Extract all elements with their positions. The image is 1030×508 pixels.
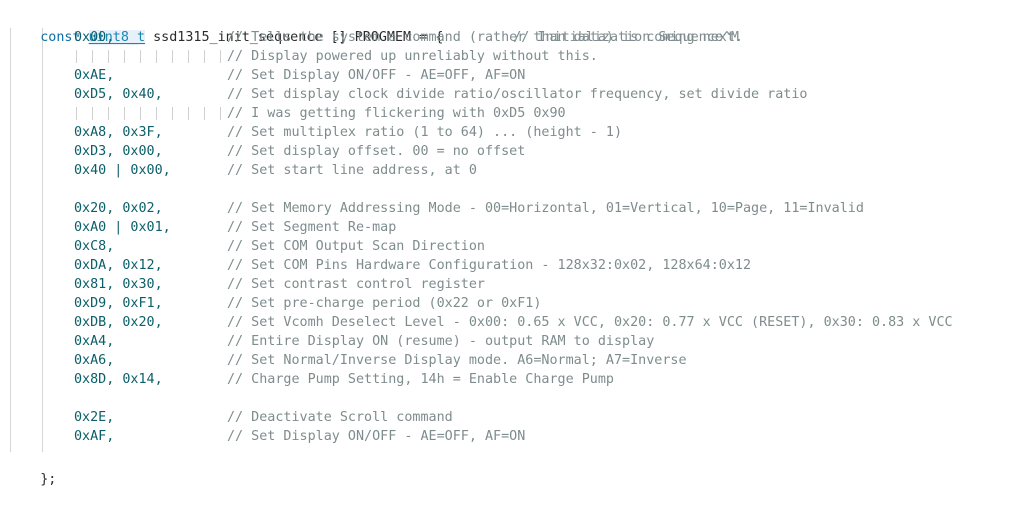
wrap-markers-row-2: [74, 47, 224, 66]
line-comment: // Display powered up unreliably without…: [227, 49, 598, 64]
hex-values: 0xAF,: [74, 429, 115, 444]
header-comment: // Initialization Sequence^M: [481, 9, 739, 45]
hex-values: 0xC8,: [74, 239, 115, 254]
code-line[interactable]: 0x81, 0x30, // Set contrast control regis…: [0, 275, 1030, 294]
code-line[interactable]: 0x40 | 0x00, // Set start line address, a…: [0, 161, 1030, 180]
type-uint8: uint8_t: [88, 30, 146, 45]
code-line[interactable]: 0xC8, // Set COM Output Scan Direction: [0, 237, 1030, 256]
line-comment: // Entire Display ON (resume) - output R…: [227, 334, 655, 349]
keyword-const: const: [40, 30, 81, 45]
code-line[interactable]: 0xD5, 0x40, // Set display clock divide r…: [0, 85, 1030, 104]
hex-values: 0xAE,: [74, 68, 115, 83]
code-line[interactable]: 0xD3, 0x00, // Set display offset. 00 = n…: [0, 142, 1030, 161]
indent-guide-1: [10, 28, 11, 452]
code-line[interactable]: 0x2E, // Deactivate Scroll command: [0, 408, 1030, 427]
line-comment: // I was getting flickering with 0xD5 0x…: [227, 106, 566, 121]
code-line[interactable]: // I was getting flickering with 0xD5 0x…: [0, 104, 1030, 123]
line-comment: // Set Display ON/OFF - AE=OFF, AF=ON: [227, 429, 526, 444]
line-comment: // Deactivate Scroll command: [227, 410, 453, 425]
line-comment: // Set multiplex ratio (1 to 64) ... (he…: [227, 125, 623, 140]
code-line[interactable]: 0xAF, // Set Display ON/OFF - AE=OFF, AF=…: [0, 427, 1030, 446]
code-line[interactable]: 0x8D, 0x14, // Charge Pump Setting, 14h =…: [0, 370, 1030, 389]
code-line-footer[interactable]: };: [8, 451, 56, 487]
line-comment: // Set Normal/Inverse Display mode. A6=N…: [227, 353, 687, 368]
hex-values: 0x8D, 0x14,: [74, 372, 163, 387]
line-comment: // Set start line address, at 0: [227, 163, 477, 178]
indent-guide-2: [42, 28, 43, 452]
line-comment: // Set Memory Addressing Mode - 00=Horiz…: [227, 201, 864, 216]
line-comment: // Set COM Pins Hardware Configuration -…: [227, 258, 752, 273]
hex-values: 0x81, 0x30,: [74, 277, 163, 292]
hex-values: 0xA6,: [74, 353, 115, 368]
hex-values: 0x2E,: [74, 410, 115, 425]
line-comment: // Set COM Output Scan Direction: [227, 239, 485, 254]
code-line[interactable]: 0xAE, // Set Display ON/OFF - AE=OFF, AF=…: [0, 66, 1030, 85]
closing-brace: };: [40, 472, 57, 487]
line-comment: // Set display offset. 00 = no offset: [227, 144, 526, 159]
line-comment: // Set display clock divide ratio/oscill…: [227, 87, 808, 102]
line-comment: // Set pre-charge period (0x22 or 0xF1): [227, 296, 542, 311]
line-comment: // Set Segment Re-map: [227, 220, 397, 235]
code-editor[interactable]: const uint8_t ssd1315_init_sequence [] P…: [0, 0, 1030, 487]
hex-values: 0x20, 0x02,: [74, 201, 163, 216]
hex-values: 0x40 | 0x00,: [74, 163, 171, 178]
hex-values: 0xDB, 0x20,: [74, 315, 163, 330]
declaration-text: ssd1315_init_sequence [] PROGMEM = {: [145, 30, 444, 45]
line-comment: // Set Display ON/OFF - AE=OFF, AF=ON: [227, 68, 526, 83]
line-comment: // Set contrast control register: [227, 277, 485, 292]
hex-values: 0xA4,: [74, 334, 115, 349]
wrap-markers-row-5: [74, 104, 224, 123]
code-line[interactable]: 0xA6, // Set Normal/Inverse Display mode.…: [0, 351, 1030, 370]
code-line[interactable]: 0xA4, // Entire Display ON (resume) - out…: [0, 332, 1030, 351]
hex-values: 0xA0 | 0x01,: [74, 220, 171, 235]
code-line[interactable]: // Display powered up unreliably without…: [0, 47, 1030, 66]
hex-values: 0xDA, 0x12,: [74, 258, 163, 273]
code-line[interactable]: 0xDA, 0x12, // Set COM Pins Hardware Conf…: [0, 256, 1030, 275]
line-comment: // Charge Pump Setting, 14h = Enable Cha…: [227, 372, 614, 387]
line-comment: // Set Vcomh Deselect Level - 0x00: 0.65…: [227, 315, 953, 330]
code-line[interactable]: 0x00, // Tells the system a command (rath…: [0, 28, 1030, 47]
line-comment: // Tells the system a command (rather th…: [227, 30, 743, 45]
code-line[interactable]: 0xA8, 0x3F, // Set multiplex ratio (1 to …: [0, 123, 1030, 142]
hex-values: 0x00,: [74, 30, 115, 45]
hex-values: 0xD5, 0x40,: [74, 87, 163, 102]
code-line[interactable]: 0xD9, 0xF1, // Set pre-charge period (0x2…: [0, 294, 1030, 313]
code-line[interactable]: 0x20, 0x02, // Set Memory Addressing Mode…: [0, 199, 1030, 218]
code-line[interactable]: 0xA0 | 0x01, // Set Segment Re-map: [0, 218, 1030, 237]
hex-values: 0xD3, 0x00,: [74, 144, 163, 159]
header-comment-text: // Initialization Sequence^M: [513, 30, 739, 45]
code-line[interactable]: 0xDB, 0x20, // Set Vcomh Deselect Level -…: [0, 313, 1030, 332]
hex-values: 0xA8, 0x3F,: [74, 125, 163, 140]
hex-values: 0xD9, 0xF1,: [74, 296, 163, 311]
code-line-header[interactable]: const uint8_t ssd1315_init_sequence [] P…: [8, 9, 443, 45]
